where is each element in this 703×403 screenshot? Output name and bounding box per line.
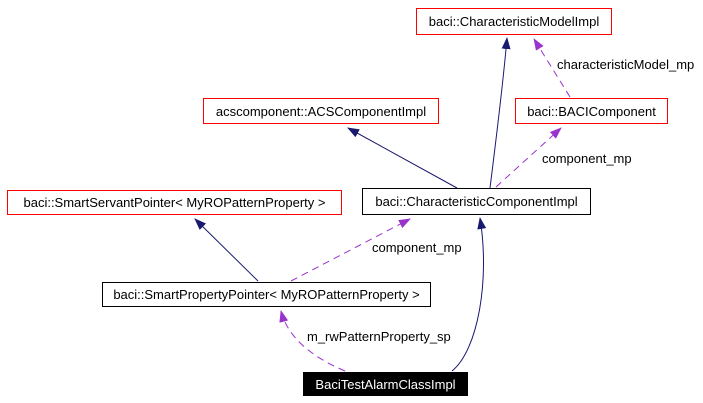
node-label: acscomponent::ACSComponentImpl	[215, 103, 427, 119]
node-baci-characteristic-component-impl[interactable]: baci::CharacteristicComponentImpl	[362, 188, 591, 215]
node-label: BaciTestAlarmClassImpl	[315, 376, 456, 392]
node-baci-test-alarm-class-impl: BaciTestAlarmClassImpl	[303, 372, 468, 396]
edge-inherit-charcomponent-to-charmodel	[489, 37, 511, 189]
edge-label-m-rw-pattern-property-sp: m_rwPatternProperty_sp	[307, 329, 451, 344]
node-baci-characteristic-model-impl[interactable]: baci::CharacteristicModelImpl	[416, 8, 612, 35]
node-label: baci::SmartPropertyPointer< MyROPatternP…	[113, 287, 420, 302]
node-baci-baci-component[interactable]: baci::BACIComponent	[515, 98, 668, 124]
edge-inherit-charcomponent-to-acscomponent	[347, 127, 458, 189]
node-label: baci::CharacteristicModelImpl	[428, 14, 600, 29]
edge-inherit-smartproperty-to-smartservant	[194, 218, 259, 282]
edge-label-characteristic-model-mp: characteristicModel_mp	[557, 57, 695, 72]
edge-label-component-mp-right: component_mp	[542, 151, 632, 166]
node-label: baci::BACIComponent	[527, 103, 656, 119]
node-label: baci::CharacteristicComponentImpl	[375, 194, 578, 209]
node-baci-smart-servant-pointer[interactable]: baci::SmartServantPointer< MyROPatternPr…	[7, 190, 342, 215]
node-label: baci::SmartServantPointer< MyROPatternPr…	[23, 195, 326, 210]
edge-label-component-mp-middle: component_mp	[372, 240, 462, 255]
node-acscomponent-acs-component-impl[interactable]: acscomponent::ACSComponentImpl	[203, 98, 439, 124]
node-baci-smart-property-pointer[interactable]: baci::SmartPropertyPointer< MyROPatternP…	[102, 282, 431, 307]
